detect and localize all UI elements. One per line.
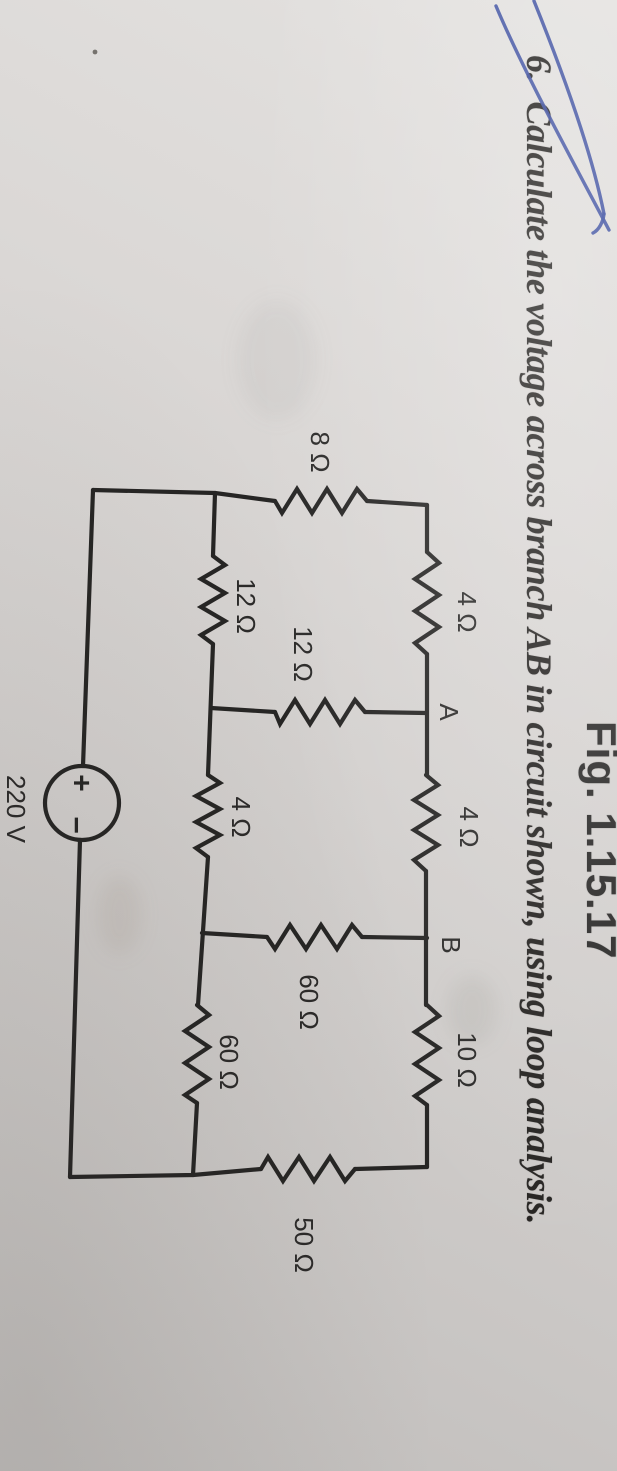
resistor-4ohm-ab-label: 4 Ω — [454, 806, 484, 847]
resistor-50ohm-label: 50 Ω — [289, 1217, 319, 1273]
resistor-60ohm-vertical-zigzag — [264, 921, 365, 953]
resistor-10ohm-zigzag — [411, 1002, 443, 1108]
resistor-12ohm-vertical-label: 12 Ω — [288, 626, 318, 682]
resistor-4ohm-top-left-zigzag — [411, 549, 443, 657]
resistor-12ohm-horizontal-label: 12 Ω — [231, 578, 261, 634]
wire-left — [90, 487, 430, 508]
resistor-4ohm-top-left-label: 4 Ω — [452, 591, 482, 632]
resistor-60ohm-horizontal-zigzag — [181, 1002, 213, 1106]
pen-stroke — [494, 4, 611, 232]
wire-bottom — [67, 487, 96, 1180]
wire-branch-b — [199, 930, 430, 941]
pen-stroke — [532, 0, 606, 216]
resistor-12ohm-vertical-zigzag — [272, 696, 368, 729]
resistor-10ohm-label: 10 Ω — [452, 1032, 482, 1088]
wire-right — [67, 1164, 430, 1180]
circuit-wires — [67, 487, 430, 1180]
minus-sign: − — [60, 816, 93, 834]
resistor-4ohm-ab-zigzag — [410, 772, 442, 874]
resistor-50ohm-zigzag — [258, 1152, 358, 1185]
resistor-60ohm-vertical-label: 60 Ω — [294, 974, 324, 1030]
voltage-source-circle — [42, 763, 122, 843]
node-b-label: B — [436, 936, 466, 953]
resistor-12ohm-horizontal-zigzag — [196, 553, 230, 647]
source-voltage-label: 220 V — [1, 775, 31, 844]
resistor-8ohm-label: 8 Ω — [305, 431, 335, 472]
paper-speck — [92, 49, 98, 55]
pen-stroke — [591, 212, 606, 235]
resistor-60ohm-horizontal-label: 60 Ω — [214, 1034, 244, 1090]
resistor-8ohm-zigzag — [272, 485, 370, 518]
node-a-label: A — [434, 703, 464, 721]
pen-mark — [494, 0, 611, 235]
wire-branch-a — [208, 705, 429, 716]
resistor-4ohm-middle-label: 4 Ω — [226, 796, 256, 837]
resistor-4ohm-middle-zigzag — [191, 772, 225, 860]
plus-sign: + — [65, 774, 98, 792]
